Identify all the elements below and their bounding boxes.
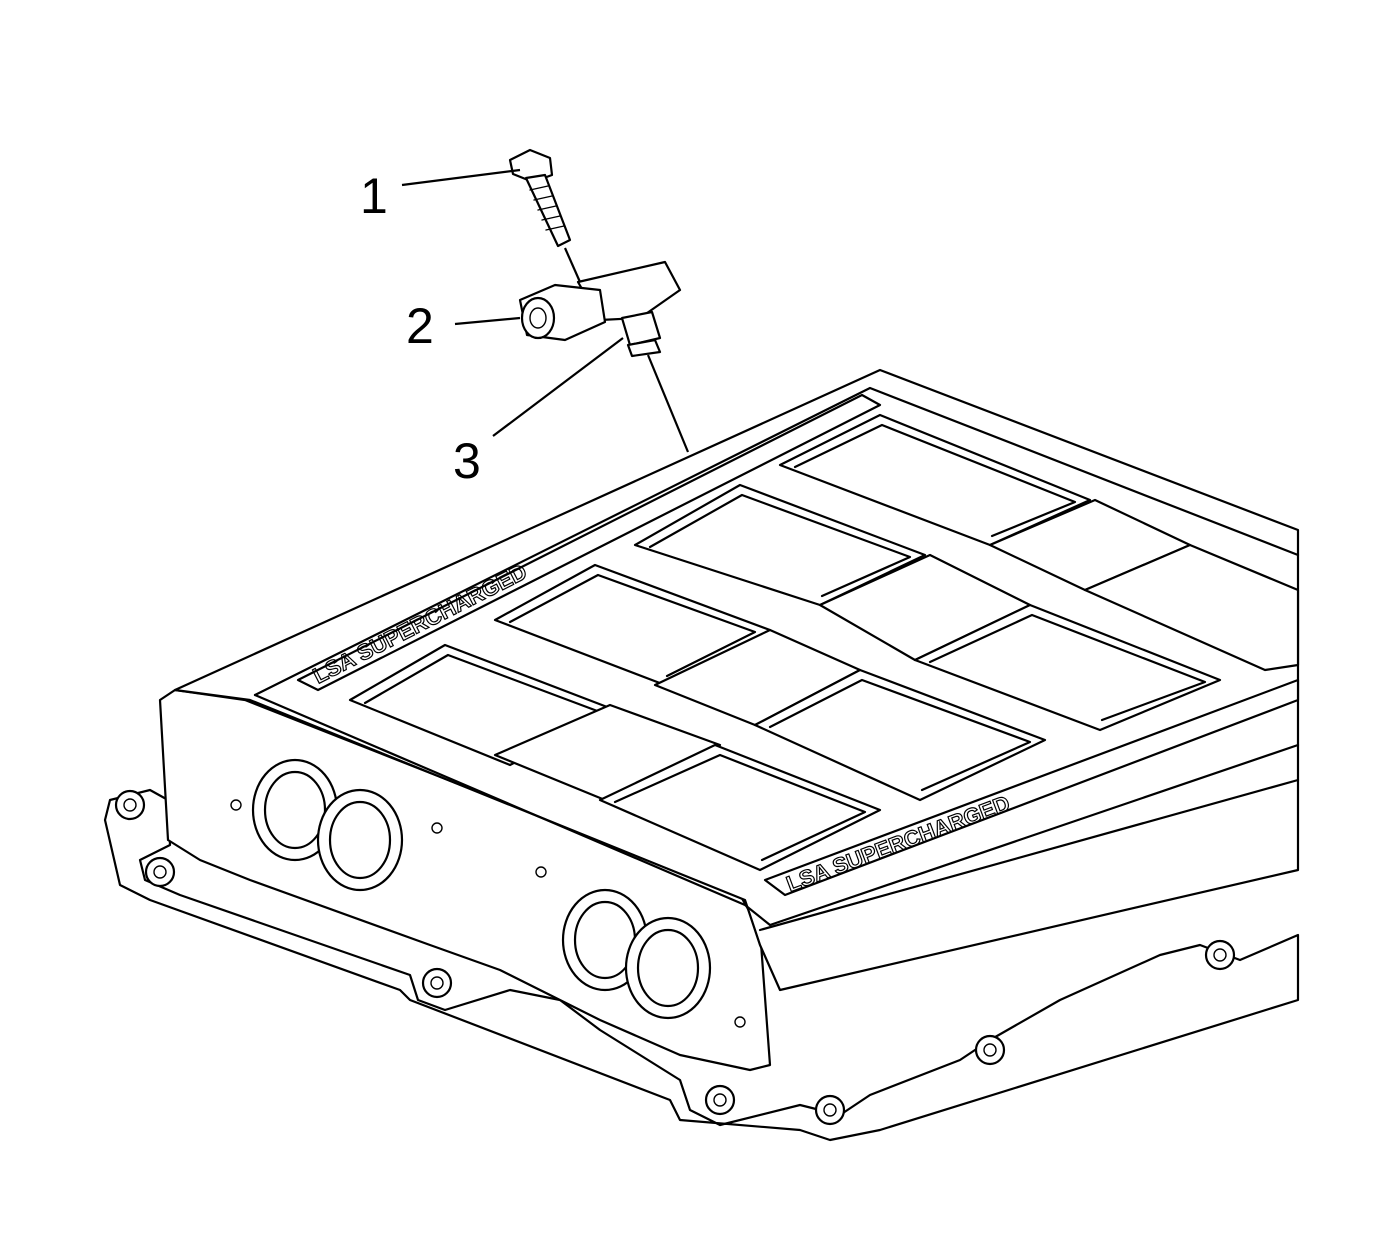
leader-line-3 (492, 337, 624, 437)
sensor-alignment-line (646, 354, 690, 453)
supercharger-assembly-icon: LSA SUPERCHARGED LSA SUPERCHARGED (103, 368, 1300, 1142)
leader-line-1 (401, 168, 521, 187)
leader-line-2 (454, 316, 521, 326)
callout-3: 3 (453, 337, 624, 489)
callout-label-2: 2 (406, 298, 434, 354)
callout-label-3: 3 (453, 433, 481, 489)
port-pair-left (251, 758, 404, 892)
lower-emboss-rail (763, 678, 1300, 897)
callout-label-1: 1 (360, 168, 388, 224)
panel-front-2 (493, 703, 722, 802)
port-pair-right (561, 888, 712, 1020)
callout-2: 2 (406, 298, 521, 354)
panel-rear-3 (1083, 543, 1300, 672)
upper-emboss-rail (296, 393, 882, 692)
mounting-bosses (114, 789, 1236, 1126)
sensor-connector-icon (518, 283, 607, 342)
panel-back-3 (913, 603, 1222, 732)
bolt-icon (508, 148, 572, 248)
callout-1: 1 (360, 168, 521, 224)
bolt-alignment-line (563, 247, 582, 283)
panel-rear-1 (778, 413, 1092, 547)
